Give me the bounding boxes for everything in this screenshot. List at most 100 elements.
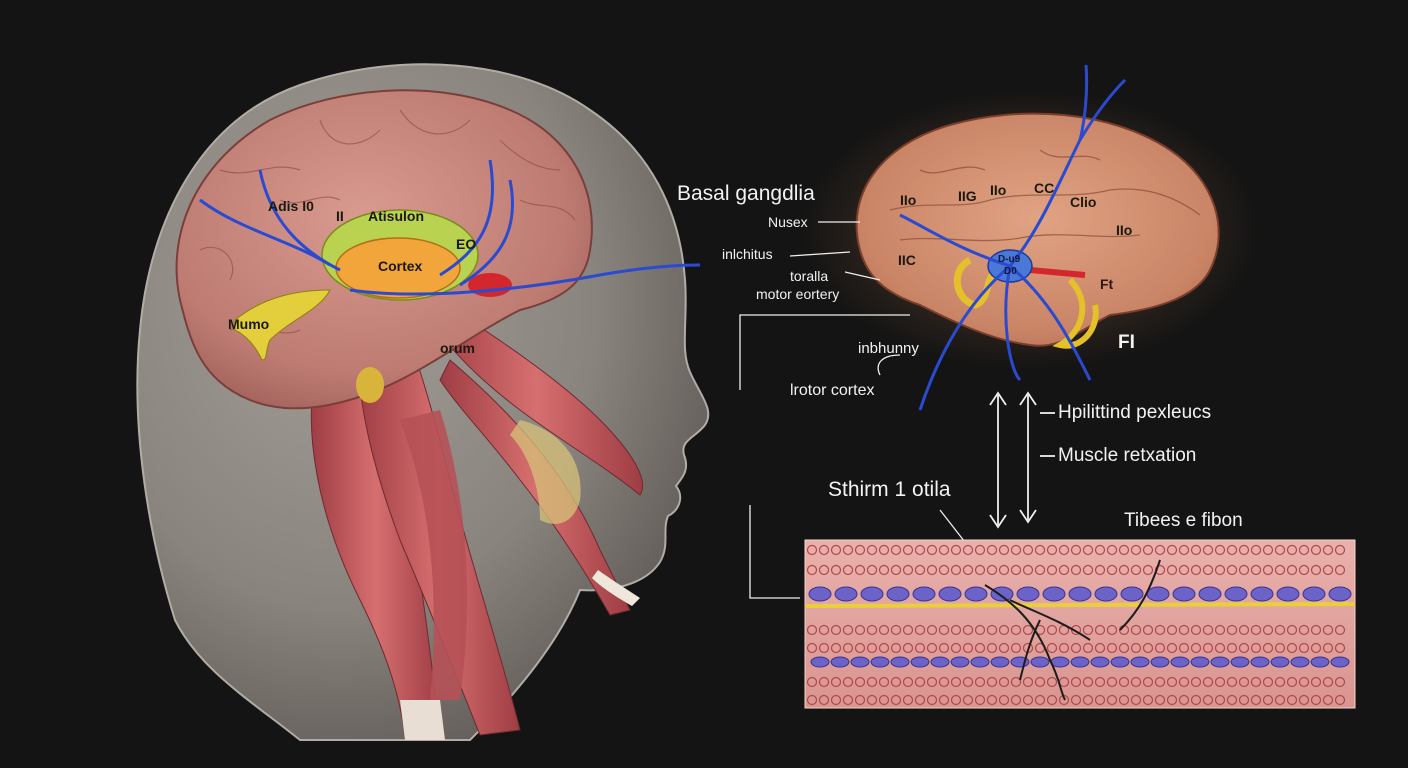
fiber-cell [1322,642,1334,654]
fiber-nucleus [964,586,988,602]
brain-label-center-b: D0 [1004,266,1017,277]
fiber-cell [830,564,842,576]
fiber-cell [1142,642,1154,654]
fiber-nucleus [1110,656,1130,668]
muscle-c [429,299,644,496]
fiber-cell [950,694,962,706]
fiber-cell [1082,694,1094,706]
fiber-nerve-branches [984,559,1161,701]
fiber-cell [1298,544,1310,556]
fiber-cell [806,544,818,556]
fiber-cell [1106,642,1118,654]
fiber-cell [950,544,962,556]
fiber-cell [1058,564,1070,576]
fiber-cell [1154,624,1166,636]
fiber-nucleus [886,586,910,602]
fiber-cell [1022,564,1034,576]
fiber-cell [842,544,854,556]
fiber-cell [878,694,890,706]
fiber-cell [1334,564,1346,576]
fiber-cell [1046,642,1058,654]
fiber-cell [1094,642,1106,654]
fiber-nucleus [1290,656,1310,668]
fiber-cell [854,564,866,576]
ganglion-small [356,367,384,403]
fiber-nucleus [1302,586,1326,602]
fiber-cell [830,624,842,636]
fiber-cell [830,544,842,556]
fiber-nucleus [1170,656,1190,668]
fiber-cell [878,676,890,688]
fiber-cell [926,676,938,688]
fiber-cell [1106,564,1118,576]
fiber-nucleus [1130,656,1150,668]
fiber-nucleus [990,586,1014,602]
fiber-cell [1274,624,1286,636]
fiber-nucleus [830,656,850,668]
fiber-cell [974,642,986,654]
fiber-cell [986,564,998,576]
fiber-cell [1262,624,1274,636]
fiber-cell [1334,676,1346,688]
fiber-cell [1310,694,1322,706]
fiber-cell [1214,564,1226,576]
fiber-cell [1298,624,1310,636]
fiber-cell [866,564,878,576]
fiber-cell [1202,676,1214,688]
fiber-cell [1022,624,1034,636]
annotation-tibees: Tibees e fibon [1124,510,1243,531]
fiber-cell [1334,642,1346,654]
fiber-cell [1190,624,1202,636]
fiber-cell [818,624,830,636]
fiber-cell [926,544,938,556]
fiber-cell [1250,624,1262,636]
fiber-cell [866,694,878,706]
fiber-cell [1262,694,1274,706]
brain-label-right: Ft [1100,276,1114,292]
fiber-cell [1142,564,1154,576]
fiber-cell [998,564,1010,576]
fiber-cell [1166,564,1178,576]
fiber-nucleus [834,586,858,602]
fiber-cell [1130,564,1142,576]
fiber-cell [818,676,830,688]
fiber-cell [1286,544,1298,556]
fiber-nucleus [1250,656,1270,668]
fiber-cell [998,642,1010,654]
fiber-cell [1130,642,1142,654]
fiber-panel [804,539,1356,709]
fiber-cell [950,676,962,688]
fiber-cell [854,642,866,654]
brain-label-d: CC [1034,180,1055,196]
fiber-cell [1214,694,1226,706]
fiber-cell [1034,544,1046,556]
fiber-cell [1142,676,1154,688]
fiber-cell [1166,624,1178,636]
brain-label-c: IIo [990,182,1007,198]
fiber-cell [914,694,926,706]
fiber-cell [1022,544,1034,556]
fiber-cell [950,564,962,576]
fiber-cell [1118,544,1130,556]
fiber-cell [1226,694,1238,706]
fiber-cell [1058,642,1070,654]
fiber-cell [1046,676,1058,688]
fiber-cell [890,676,902,688]
fiber-cell [962,676,974,688]
brain-label-g: IIC [898,252,916,268]
fiber-cell [1274,564,1286,576]
head-label-lower-right: orum [440,340,475,356]
detail-brain [800,64,1260,411]
fiber-cell [842,694,854,706]
brain-label-center-a: D-u9 [998,254,1021,265]
head-label-cortex: Cortex [378,258,423,274]
fiber-cell [1310,676,1322,688]
fiber-nucleus [1016,586,1040,602]
fiber-nucleus [1210,656,1230,668]
fiber-cell [1322,676,1334,688]
fiber-cell [1070,694,1082,706]
fiber-cell [806,676,818,688]
annotation-lrotor-cortex: lrotor cortex [790,382,875,399]
fiber-cell [1274,676,1286,688]
